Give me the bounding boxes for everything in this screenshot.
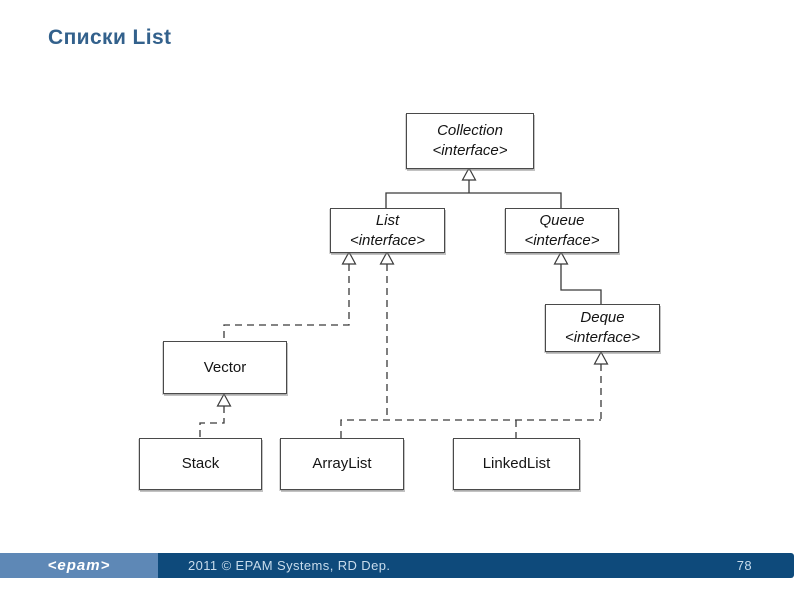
footer-copyright: 2011 © EPAM Systems, RD Dep.: [188, 558, 391, 573]
edge-vector-implements-list: [223, 250, 357, 341]
page-number: 78: [736, 558, 752, 573]
node-vector-name: Vector: [203, 358, 247, 376]
node-collection-stereotype: <interface>: [432, 142, 508, 159]
epam-logo: <epam>: [0, 553, 158, 578]
node-list-stereotype: <interface>: [349, 231, 426, 249]
node-deque-name: Deque: [580, 309, 625, 326]
node-deque: Deque <interface>: [545, 304, 660, 352]
node-list: List <interface>: [330, 208, 445, 253]
node-collection: Collection <interface>: [406, 113, 534, 169]
node-stack-name: Stack: [181, 455, 220, 472]
node-linkedlist-name: LinkedList: [482, 455, 551, 472]
node-vector: Vector: [163, 341, 287, 394]
edge-stack-extends-vector: [199, 392, 232, 438]
edge-list-queue-extend-collection: [385, 166, 562, 208]
node-collection-name: Collection: [437, 122, 503, 139]
slide-title: Списки List: [48, 26, 172, 49]
node-arraylist-name: ArrayList: [312, 455, 372, 472]
footer-bar: <epam> 2011 © EPAM Systems, RD Dep. 78: [0, 553, 794, 578]
edge-arraylist-linkedlist-implement-list: [340, 250, 601, 438]
node-queue: Queue <interface>: [505, 208, 619, 253]
node-queue-stereotype: <interface>: [524, 231, 600, 249]
footer-main: 2011 © EPAM Systems, RD Dep. 78: [158, 553, 794, 578]
edge-deque-extends-queue: [553, 250, 602, 304]
node-deque-stereotype: <interface>: [564, 329, 641, 346]
node-linkedlist: LinkedList: [453, 438, 580, 490]
edge-linkedlist-implements-deque: [593, 350, 609, 420]
node-queue-name: Queue: [539, 211, 585, 229]
node-arraylist: ArrayList: [280, 438, 404, 490]
node-stack: Stack: [139, 438, 262, 490]
node-list-name: List: [375, 211, 400, 229]
